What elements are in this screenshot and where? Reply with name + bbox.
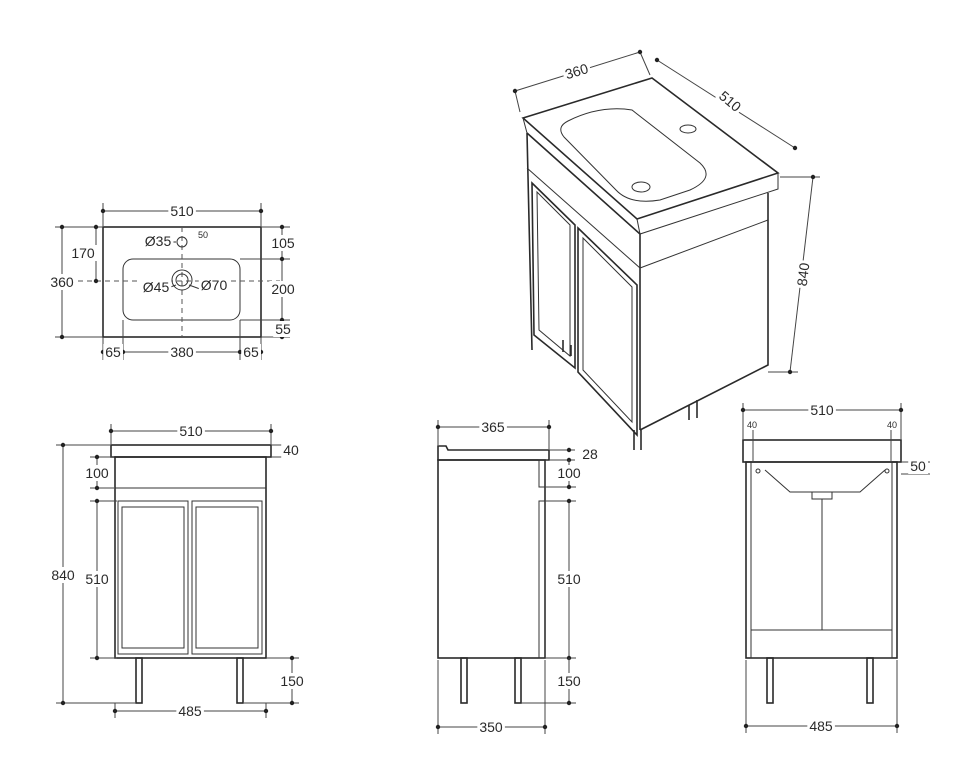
- iso-bowl: [560, 108, 707, 202]
- plan-depth-dim: 360: [50, 274, 74, 290]
- side-cabinet: [437, 459, 546, 659]
- waste-inner-label: Ø45: [143, 279, 170, 295]
- side-doors-dim: 510: [557, 571, 581, 587]
- label-backdrop: [83, 571, 111, 587]
- label-backdrop: [198, 277, 230, 293]
- label-backdrop: [269, 281, 297, 297]
- label-backdrop: [142, 233, 174, 249]
- label-backdrop: [477, 719, 505, 735]
- label-backdrop: [793, 259, 813, 289]
- label-backdrop: [714, 86, 746, 117]
- label-backdrop: [176, 703, 204, 719]
- label-backdrop: [83, 465, 111, 481]
- plan-margin-right-dim: 65: [243, 344, 259, 360]
- front-top-width-dim: 510: [179, 423, 203, 439]
- basin-plan-view: 510 360 170 105 200 55 65 380 65 Ø35: [48, 203, 297, 360]
- tap-hole-icon: [176, 236, 188, 248]
- label-backdrop: [273, 321, 293, 337]
- front-basin-top: [110, 444, 272, 458]
- label-backdrop: [908, 458, 928, 474]
- back-inset-left-dim: 40: [747, 420, 757, 430]
- label-backdrop: [48, 274, 76, 290]
- front-total-height-dim: 840: [51, 567, 75, 583]
- label-backdrop: [195, 230, 211, 240]
- side-top-depth-dim: 365: [481, 419, 505, 435]
- back-elevation-view: 510 40 40 50 485: [740, 402, 930, 734]
- front-top-thickness-dim: 40: [283, 442, 299, 458]
- side-legs-dim: 150: [557, 673, 581, 689]
- side-elevation-view: 365 28 100 510 150 350: [435, 419, 600, 735]
- label-backdrop: [744, 420, 760, 430]
- back-basin-top: [742, 439, 902, 463]
- front-leg-left: [135, 657, 143, 704]
- iso-tap-hole-icon: [679, 124, 697, 134]
- back-top-offset-dim: 50: [910, 458, 926, 474]
- label-backdrop: [281, 442, 301, 458]
- label-backdrop: [479, 419, 507, 435]
- plan-bowl-dim: 200: [271, 281, 295, 297]
- side-leg-back: [514, 657, 522, 704]
- plan-front-gap-dim: 170: [71, 245, 95, 261]
- front-elevation-view: 510 40 840 100 510 150 485: [49, 423, 306, 719]
- side-leg-front: [460, 657, 468, 704]
- side-drawer-dim: 100: [557, 465, 581, 481]
- front-base-width-dim: 485: [178, 703, 202, 719]
- iso-depth-dim: 360: [563, 60, 590, 82]
- label-backdrop: [807, 718, 835, 734]
- label-backdrop: [269, 235, 297, 251]
- front-legs-dim: 150: [280, 673, 304, 689]
- label-backdrop: [808, 402, 836, 418]
- label-backdrop: [140, 279, 172, 295]
- front-door-right: [191, 500, 263, 655]
- front-drawer-dim: 100: [85, 465, 109, 481]
- front-door-left: [117, 500, 189, 655]
- plan-width-dim: 510: [170, 203, 194, 219]
- label-backdrop: [555, 571, 583, 587]
- front-doors-dim: 510: [85, 571, 109, 587]
- back-leg-left: [766, 657, 774, 704]
- label-backdrop: [168, 344, 196, 360]
- plan-bowl-width-dim: 380: [170, 344, 194, 360]
- side-base-depth-dim: 350: [479, 719, 503, 735]
- label-backdrop: [69, 245, 97, 261]
- front-leg-right: [236, 657, 244, 704]
- tap-hole-label: Ø35: [145, 233, 172, 249]
- plan-margin-left-dim: 65: [105, 344, 121, 360]
- label-backdrop: [177, 423, 205, 439]
- front-cabinet: [114, 456, 267, 659]
- iso-height-dim: 840: [794, 262, 813, 287]
- back-base-width-dim: 485: [809, 718, 833, 734]
- plan-tap-offset-dim: 105: [271, 235, 295, 251]
- waste-outer-label: Ø70: [201, 277, 228, 293]
- side-top-thickness-dim: 28: [582, 446, 598, 462]
- label-backdrop: [555, 465, 583, 481]
- vanity-isometric-view: 360 510 840: [512, 49, 820, 450]
- label-backdrop: [884, 420, 900, 430]
- waste-outer-icon: [171, 269, 193, 291]
- plan-rear-gap-dim: 55: [275, 321, 291, 337]
- iso-door-left: [531, 181, 576, 370]
- iso-waste-icon: [631, 181, 651, 193]
- back-inset-right-dim: 40: [887, 420, 897, 430]
- back-top-width-dim: 510: [810, 402, 834, 418]
- label-backdrop: [241, 344, 261, 360]
- label-backdrop: [561, 59, 593, 83]
- label-backdrop: [580, 446, 600, 462]
- back-leg-right: [866, 657, 874, 704]
- label-backdrop: [278, 673, 306, 689]
- label-backdrop: [168, 203, 196, 219]
- label-backdrop: [49, 567, 77, 583]
- label-backdrop: [103, 344, 123, 360]
- tap-side-dim: 50: [198, 230, 208, 240]
- iso-door-right: [577, 226, 638, 438]
- back-bowl: [764, 469, 886, 493]
- label-backdrop: [555, 673, 583, 689]
- side-basin-top: [437, 445, 550, 461]
- waste-inner-icon: [175, 273, 189, 287]
